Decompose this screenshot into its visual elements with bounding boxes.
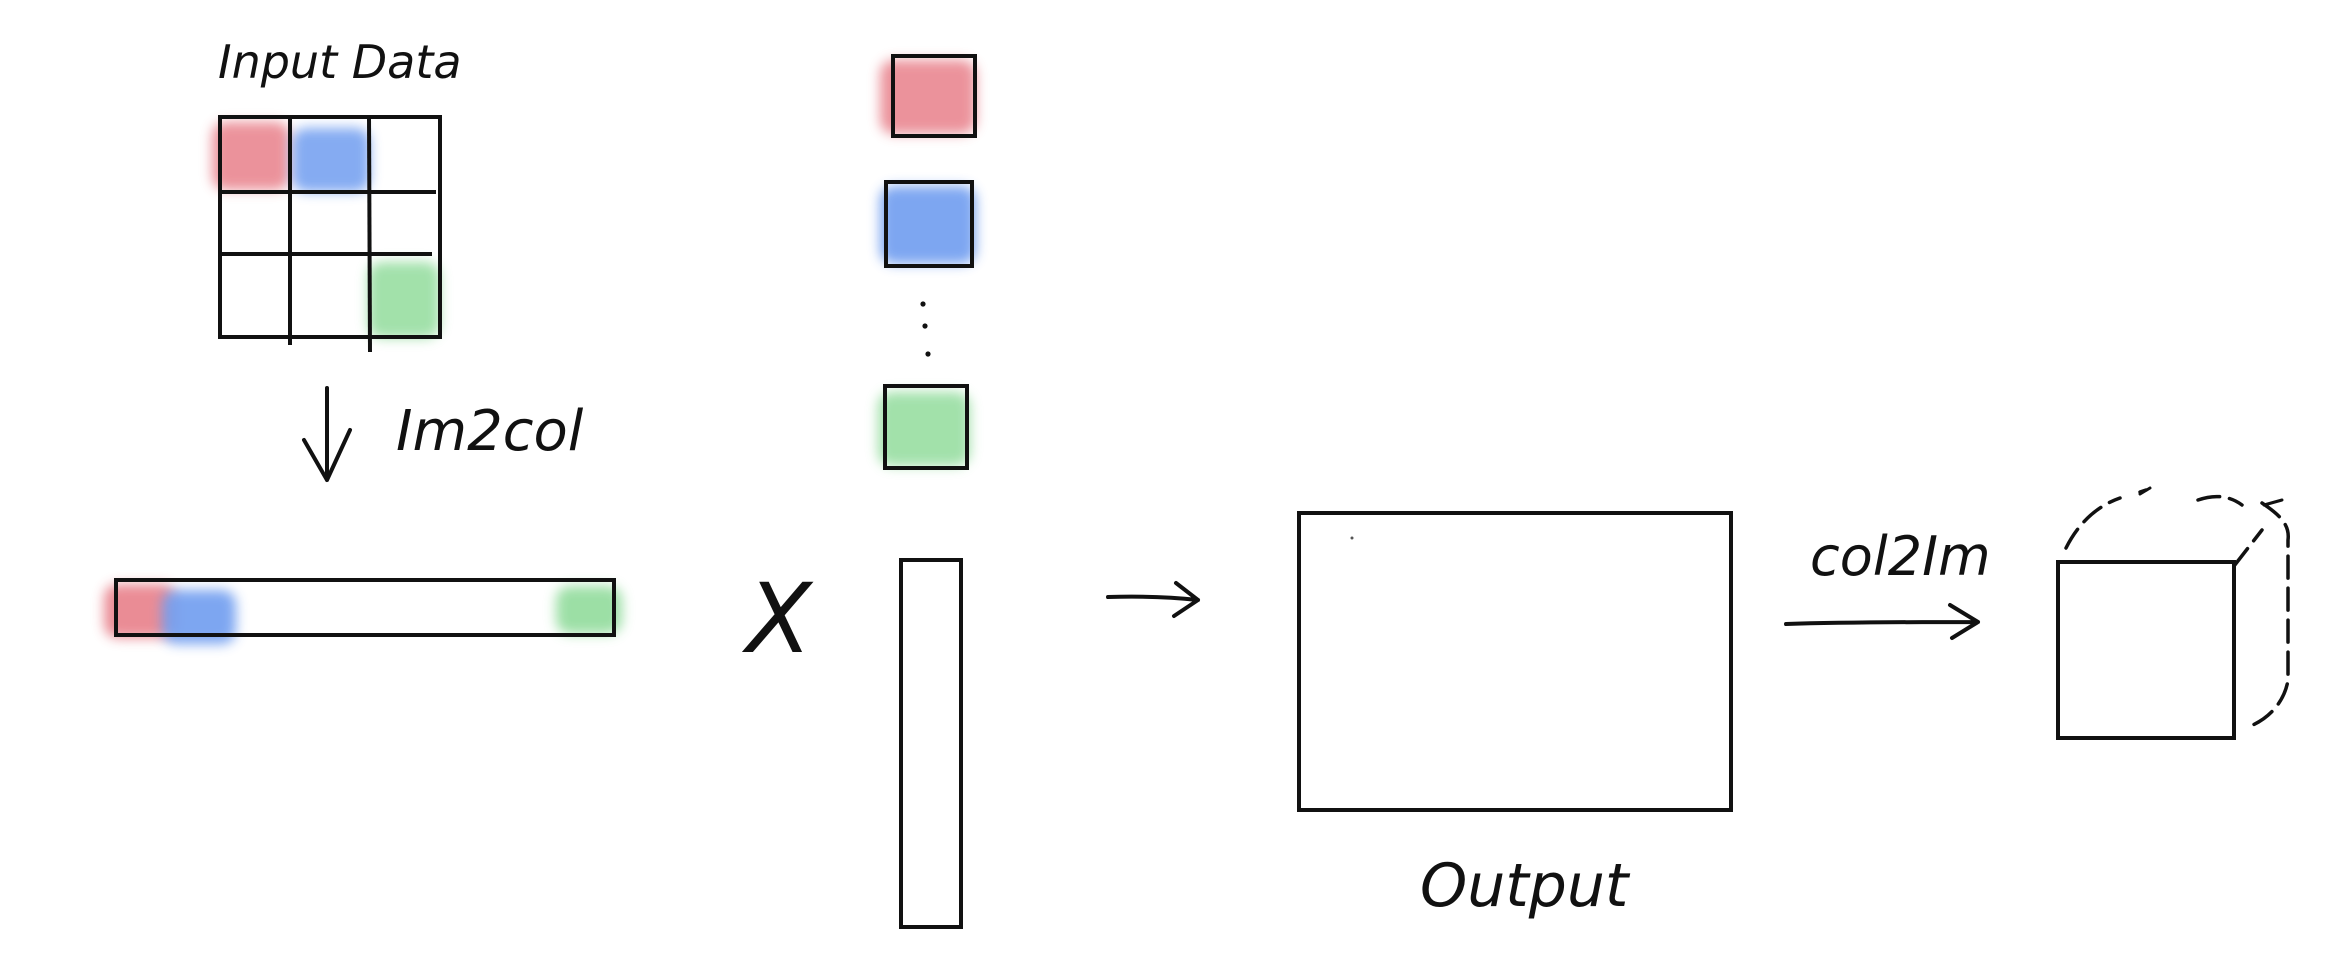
output-cube (2056, 486, 2290, 740)
output-label: Output (1420, 851, 1631, 921)
col2im-group: col2Im (1784, 525, 1991, 640)
result-arrow (1106, 581, 1200, 618)
filter-column-group (878, 54, 977, 470)
im2col-row-matrix (114, 578, 616, 637)
row-red-blotch (104, 584, 176, 638)
filter-blue-swatch (884, 180, 974, 268)
multiply-sign: X (741, 563, 814, 675)
cube-front-face (2056, 560, 2236, 740)
filter-green-swatch (883, 384, 969, 470)
im2col-row-group (104, 578, 622, 644)
col2im-label: col2Im (1810, 525, 1991, 588)
ellipsis-dots (920, 301, 931, 357)
filter-red-fill (880, 60, 976, 134)
input-data-group: Input Data (212, 35, 462, 353)
down-arrow (302, 386, 352, 482)
output-matrix (1297, 511, 1733, 812)
input-red-cell (212, 122, 290, 190)
ellipsis-dot (922, 323, 928, 329)
row-blue-blotch (162, 590, 236, 644)
filter-green-fill (878, 392, 970, 466)
im2col-label: Im2col (396, 399, 584, 464)
input-grid-line (367, 116, 372, 353)
col2im-arrow (1784, 603, 1980, 640)
ellipsis-dot (920, 301, 926, 307)
im2col-arrow-group: Im2col (302, 386, 584, 482)
input-blue-cell (292, 128, 370, 192)
input-grid-border (218, 115, 442, 339)
cube-hidden-edges (2064, 488, 2290, 730)
filter-red-swatch (891, 54, 977, 138)
weight-column-matrix (899, 558, 963, 929)
output-speck (1350, 536, 1354, 540)
ellipsis-dot (925, 351, 931, 357)
input-green-cell (368, 262, 440, 338)
filter-blue-fill (880, 186, 976, 264)
output-group: Output (1297, 511, 1733, 921)
row-green-blotch (556, 586, 622, 634)
cube-corner-tick (2138, 486, 2284, 507)
input-data-label: Input Data (218, 35, 462, 89)
